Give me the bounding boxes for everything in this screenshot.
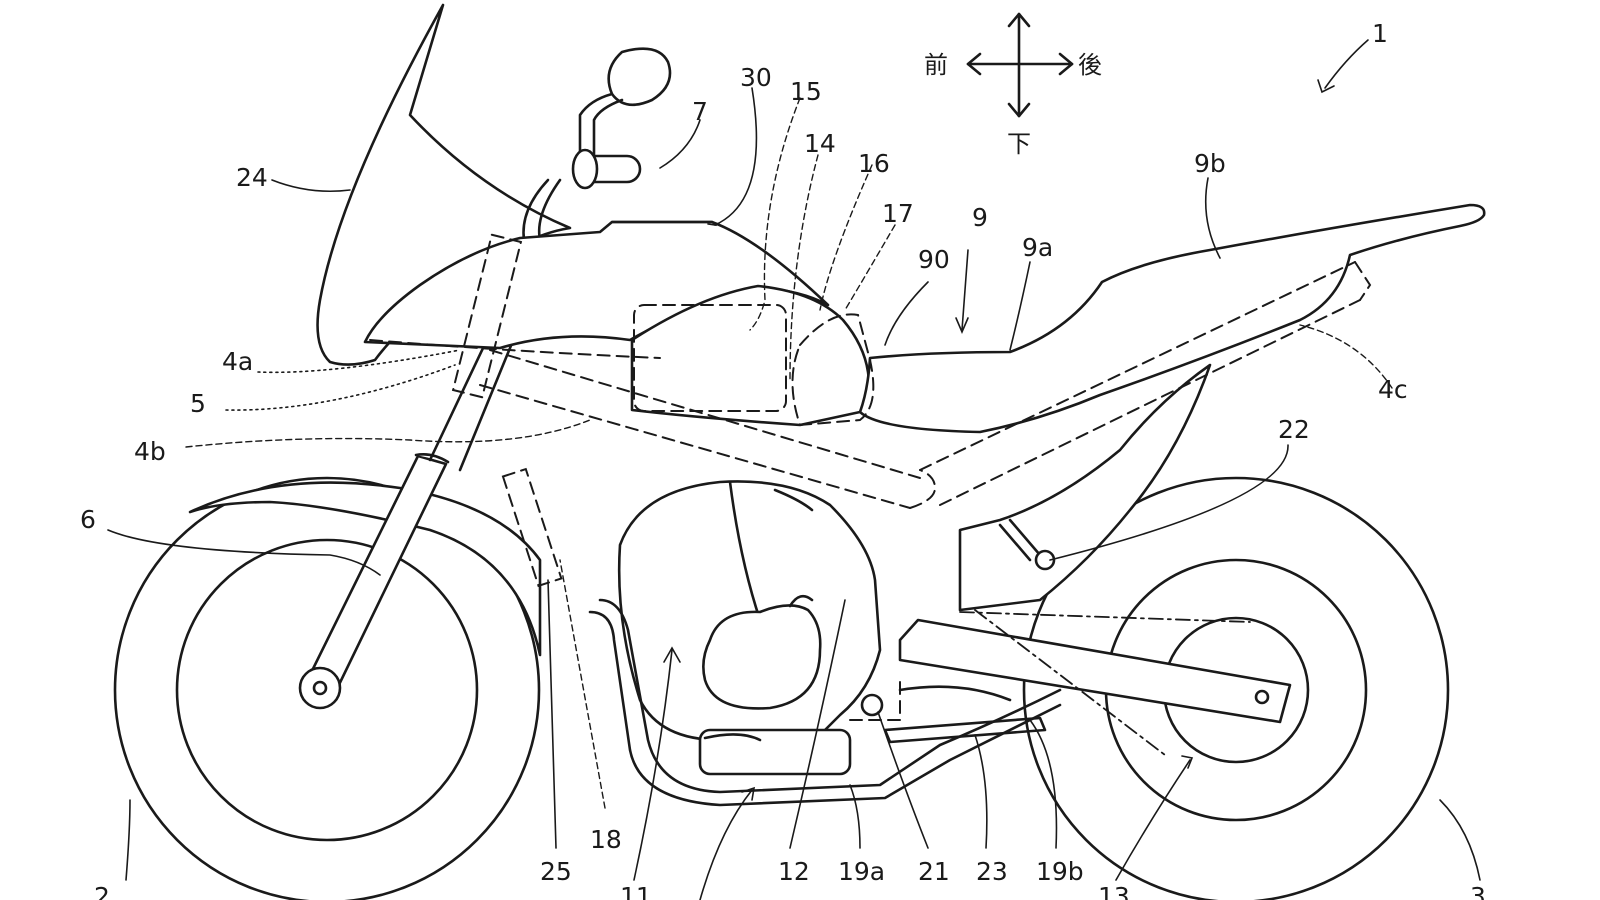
seat-9	[858, 203, 1486, 434]
label-19a: 19a	[838, 857, 885, 886]
figure-arrowhead	[1317, 79, 1335, 94]
label-23: 23	[976, 857, 1008, 886]
label-16: 16	[858, 149, 890, 178]
label-4a: 4a	[222, 347, 253, 376]
direction-rear-label: 後	[1078, 51, 1102, 79]
label-9: 9	[972, 203, 988, 232]
label-17: 17	[882, 199, 914, 228]
label-19b: 19b	[1036, 857, 1084, 886]
label-9a: 9a	[1022, 233, 1053, 262]
leader-lines	[107, 87, 1481, 900]
label-6: 6	[80, 505, 96, 534]
figure-label: 1	[1372, 19, 1388, 48]
front-fender	[188, 481, 542, 657]
label-25: 25	[540, 857, 572, 886]
label-2: 2	[94, 882, 110, 900]
label-5: 5	[190, 389, 206, 418]
label-12: 12	[778, 857, 810, 886]
label-7: 7	[692, 97, 708, 126]
label-11: 11	[620, 882, 652, 900]
frame-dashed	[369, 233, 1372, 721]
direction-arrows	[966, 12, 1074, 118]
label-4c: 4c	[1378, 375, 1408, 404]
tank-cover	[630, 284, 871, 427]
label-4b: 4b	[134, 437, 166, 466]
handlebar-7	[522, 148, 642, 242]
footpeg-21	[860, 693, 1047, 744]
label-22: 22	[1278, 415, 1310, 444]
swing-arm	[898, 609, 1292, 756]
label-15: 15	[790, 77, 822, 106]
figure-leader	[1324, 39, 1369, 89]
label-18: 18	[590, 825, 622, 854]
rear-cowl	[958, 363, 1212, 612]
mirror	[578, 47, 672, 170]
label-90: 90	[918, 245, 950, 274]
front-wheel	[113, 476, 541, 900]
label-30: 30	[740, 63, 772, 92]
engine-12	[617, 480, 882, 776]
rear-peg-22	[998, 518, 1056, 571]
label-3: 3	[1470, 882, 1486, 900]
direction-front-label: 前	[924, 51, 948, 79]
label-24: 24	[236, 163, 268, 192]
label-9b: 9b	[1194, 149, 1226, 178]
label-13: 13	[1098, 882, 1130, 900]
label-21: 21	[918, 857, 950, 886]
direction-down-label: 下	[1007, 130, 1031, 158]
label-14: 14	[804, 129, 836, 158]
